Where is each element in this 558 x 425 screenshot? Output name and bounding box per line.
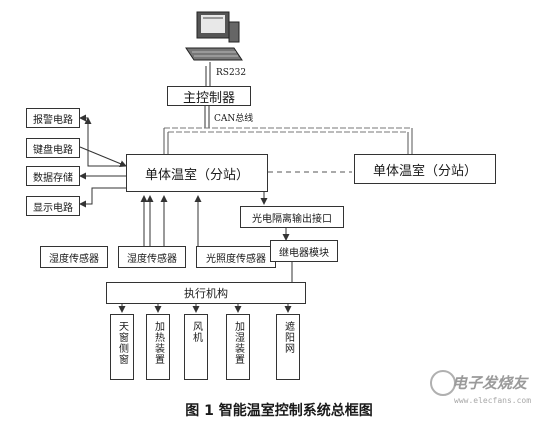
humidity-sensor-2-node: 湿度传感器 — [118, 246, 186, 268]
skylight-actuator-label: 天窗侧窗 — [116, 321, 128, 365]
shade-net-actuator-label: 遮阳网 — [282, 321, 294, 354]
computer-icon — [185, 11, 243, 61]
light-sensor-node: 光照度传感器 — [196, 246, 276, 268]
figure-caption: 图 1 智能温室控制系统总框图 — [185, 403, 373, 419]
humidity-sensor-1-node: 湿度传感器 — [40, 246, 108, 268]
fan-actuator-label: 风机 — [190, 321, 202, 343]
display-circuit-node: 显示电路 — [26, 196, 80, 216]
heater-actuator-node: 加热装置 — [146, 314, 170, 380]
shade-net-actuator-node: 遮阳网 — [276, 314, 300, 380]
humidifier-actuator-node: 加湿装置 — [226, 314, 250, 380]
greenhouse-right-node: 单体温室（分站） — [354, 154, 496, 184]
fan-actuator-node: 风机 — [184, 314, 208, 380]
skylight-actuator-node: 天窗侧窗 — [110, 314, 134, 380]
relay-module-node: 继电器模块 — [270, 240, 338, 262]
watermark-logo-icon — [430, 370, 456, 396]
actuators-node: 执行机构 — [106, 282, 306, 304]
main-controller-node: 主控制器 — [167, 86, 251, 106]
can-bus-label: CAN总线 — [214, 114, 254, 124]
watermark-url: www.elecfans.com — [454, 396, 532, 405]
alarm-circuit-node: 报警电路 — [26, 108, 80, 128]
heater-actuator-label: 加热装置 — [152, 321, 164, 365]
humidifier-actuator-label: 加湿装置 — [232, 321, 244, 365]
keyboard-circuit-node: 键盘电路 — [26, 138, 80, 158]
rs232-label: RS232 — [216, 68, 247, 78]
greenhouse-left-node: 单体温室（分站） — [126, 154, 268, 192]
opto-output-node: 光电隔离输出接口 — [240, 206, 344, 228]
data-storage-node: 数据存储 — [26, 166, 80, 186]
watermark-text: 电子发烧友 — [452, 374, 528, 392]
